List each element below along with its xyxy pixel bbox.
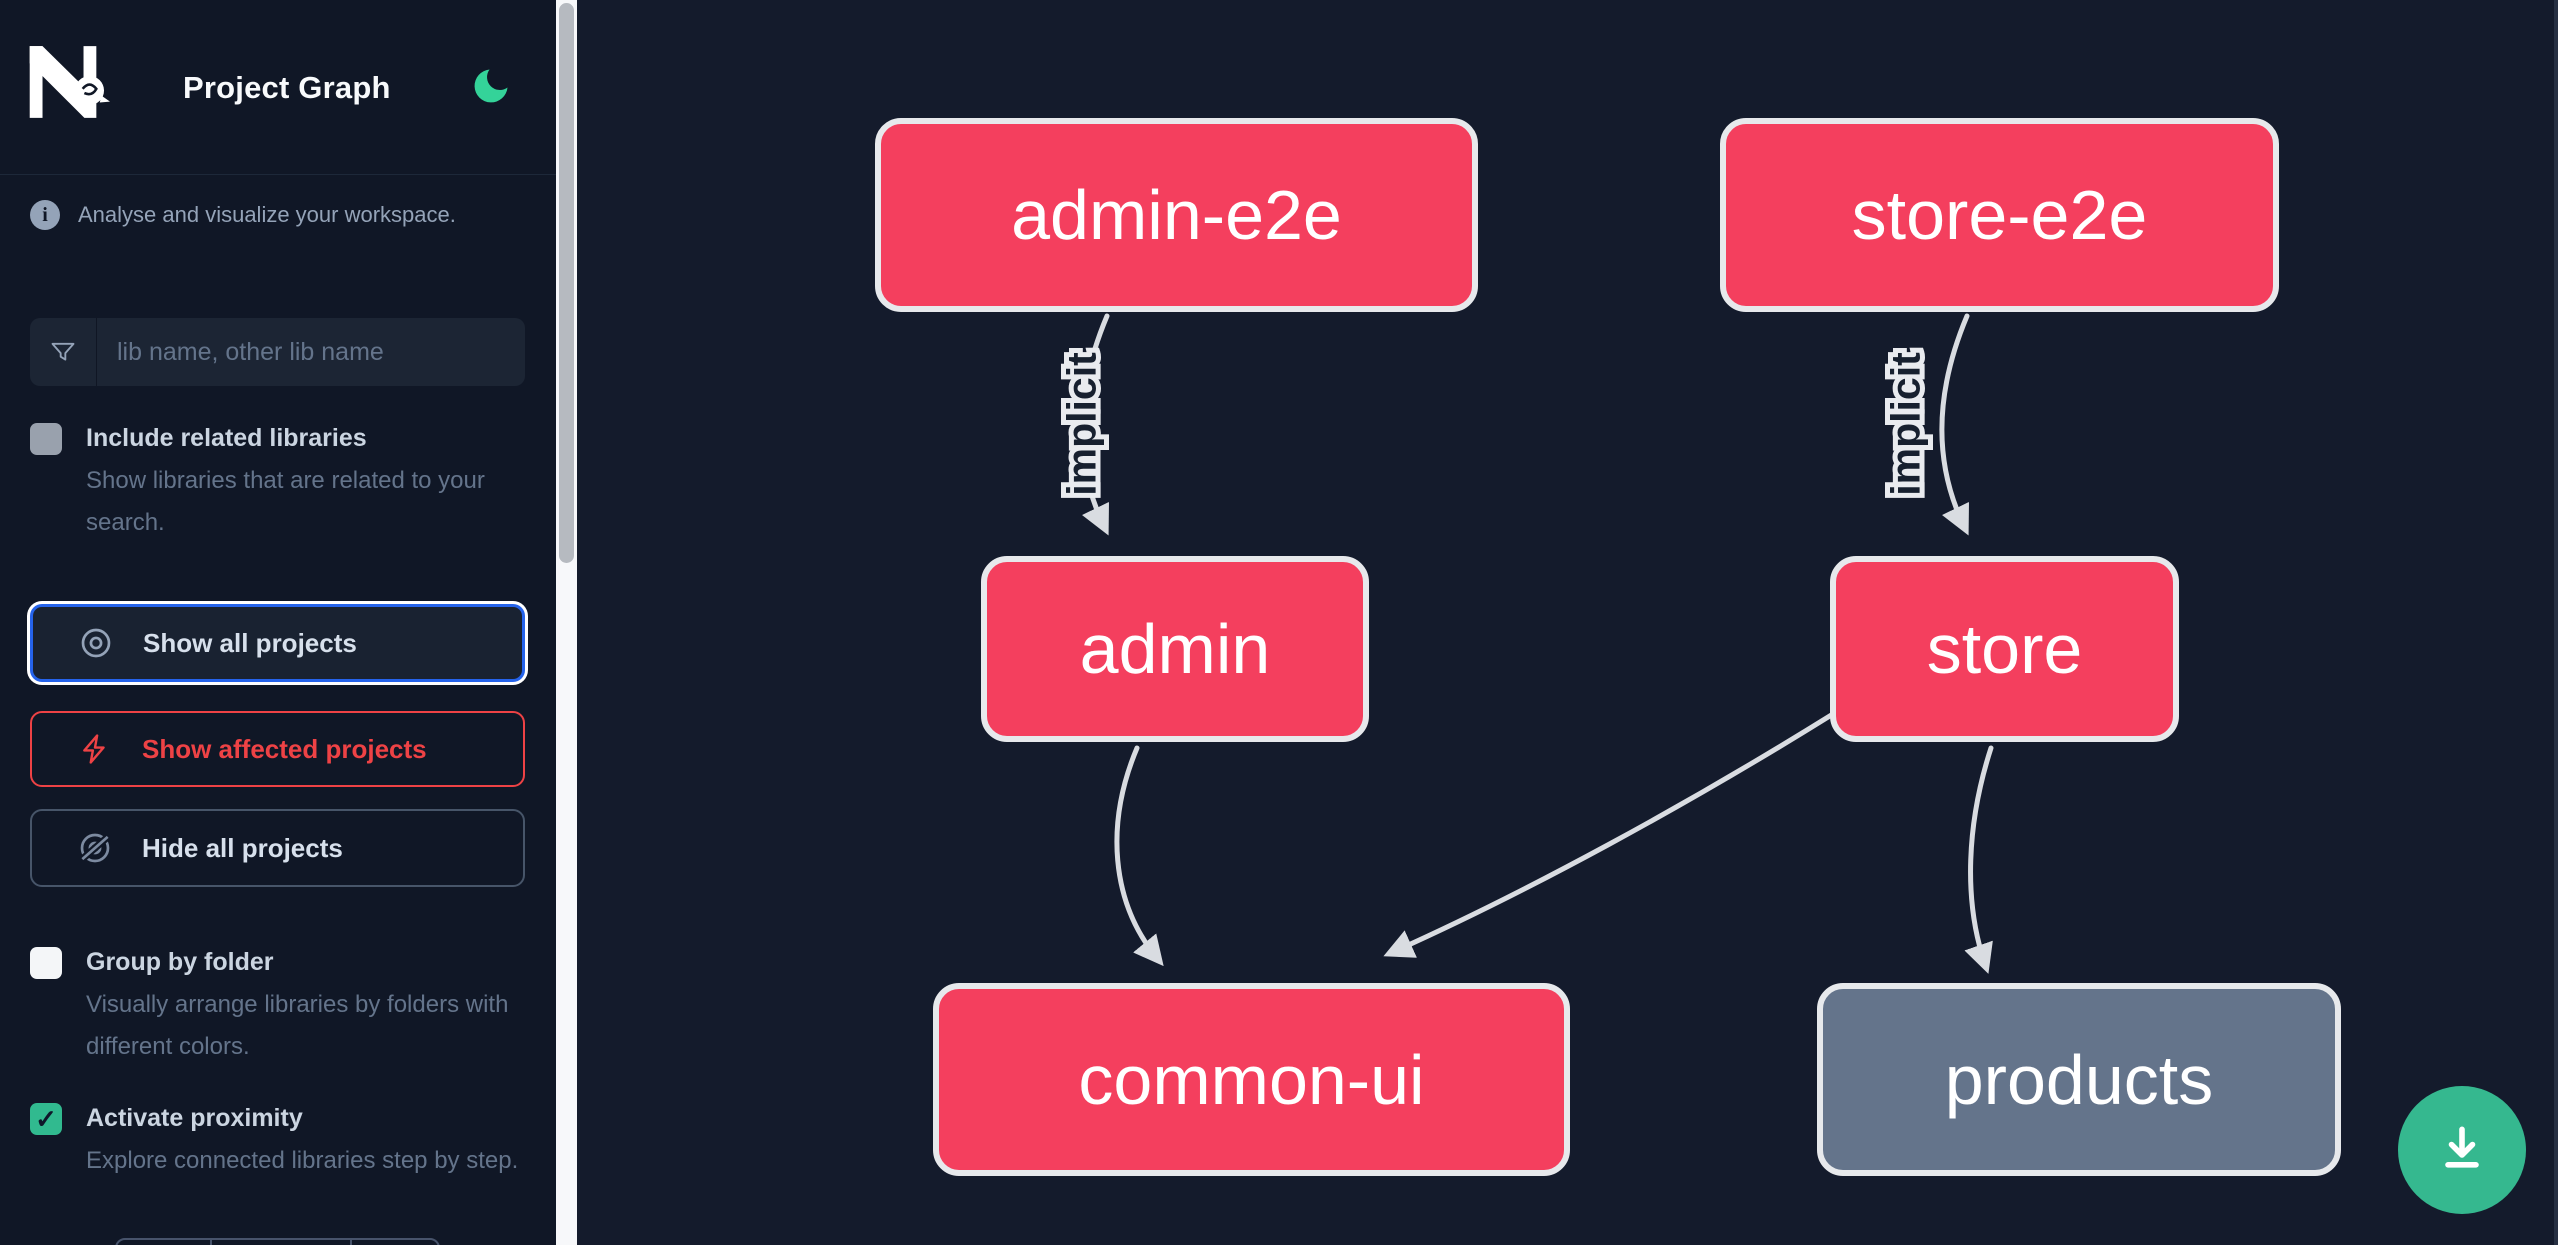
show-affected-projects-button[interactable]: Show affected projects <box>30 711 525 787</box>
checkbox-group-by-folder[interactable] <box>30 947 62 979</box>
theme-toggle-moon-icon[interactable] <box>469 64 513 108</box>
sidebar: Project Graph i Analyse and visualize yo… <box>0 0 556 1245</box>
toggle-include-related: Include related libraries Show libraries… <box>30 420 534 544</box>
graph-node-admin-e2e[interactable]: admin-e2e <box>875 118 1478 312</box>
sidebar-scrollbar-track[interactable] <box>556 0 577 1245</box>
node-label: products <box>1944 1040 2214 1119</box>
node-label: store-e2e <box>1851 176 2148 254</box>
hide-all-projects-label: Hide all projects <box>142 832 343 863</box>
sidebar-header: Project Graph <box>0 0 556 175</box>
checkbox-activate-proximity[interactable]: ✓ <box>30 1103 62 1135</box>
search-input[interactable] <box>97 318 525 386</box>
graph-node-admin[interactable]: admin <box>981 556 1369 742</box>
proximity-stepper-partial[interactable] <box>115 1238 440 1245</box>
toggle-activate-proximity: ✓ Activate proximity Explore connected l… <box>30 1100 534 1182</box>
graph-edges <box>1079 313 1994 974</box>
stepper-value <box>212 1240 352 1245</box>
edge-admin-common-ui <box>1114 745 1164 967</box>
check-icon: ✓ <box>35 1104 57 1134</box>
toggle-description: Explore connected libraries step by step… <box>86 1147 519 1174</box>
graph-canvas[interactable]: implicit implicit implicit implicit admi… <box>577 0 2558 1245</box>
show-all-projects-label: Show all projects <box>143 627 357 658</box>
nx-logo-icon <box>28 44 110 125</box>
graph-node-store[interactable]: store <box>1830 556 2179 742</box>
download-image-button[interactable] <box>2398 1086 2526 1214</box>
page-title: Project Graph <box>183 70 391 105</box>
toggle-label: Group by folder <box>86 948 274 976</box>
show-affected-projects-label: Show affected projects <box>142 733 427 764</box>
tagline-row: i Analyse and visualize your workspace. <box>30 200 456 230</box>
toggle-label: Activate proximity <box>86 1104 303 1132</box>
eye-slash-icon <box>76 829 114 867</box>
show-all-projects-button[interactable]: Show all projects <box>30 604 525 682</box>
eye-icon <box>77 624 115 662</box>
graph-node-store-e2e[interactable]: store-e2e <box>1720 118 2279 312</box>
graph-node-common-ui[interactable]: common-ui <box>933 983 1570 1176</box>
hide-all-projects-button[interactable]: Hide all projects <box>30 809 525 887</box>
stepper-increment[interactable] <box>352 1240 438 1245</box>
edge-store-e2e-store <box>1939 313 1970 536</box>
graph-node-products[interactable]: products <box>1817 983 2341 1176</box>
tagline-text: Analyse and visualize your workspace. <box>78 202 456 227</box>
checkbox-include-related[interactable] <box>30 423 62 455</box>
canvas-scroll-edge <box>2554 0 2558 1245</box>
funnel-icon <box>30 318 97 386</box>
bolt-icon <box>76 730 114 768</box>
toggle-description: Show libraries that are related to your … <box>86 467 485 536</box>
toggle-description: Visually arrange libraries by folders wi… <box>86 991 509 1060</box>
edge-store-common-ui <box>1383 711 1836 958</box>
stepper-decrement[interactable] <box>117 1240 212 1245</box>
edge-admin-e2e-admin <box>1079 313 1110 536</box>
toggle-group-by-folder: Group by folder Visually arrange librari… <box>30 944 534 1068</box>
node-label: store <box>1926 610 2083 688</box>
edge-store-products <box>1964 745 1994 974</box>
node-label: common-ui <box>1078 1040 1425 1119</box>
sidebar-scrollbar-thumb[interactable] <box>559 3 574 563</box>
node-label: admin <box>1079 610 1271 688</box>
search-box <box>30 318 525 386</box>
download-icon <box>2434 1120 2490 1181</box>
toggle-label: Include related libraries <box>86 424 367 452</box>
info-icon: i <box>30 200 60 230</box>
node-label: admin-e2e <box>1011 176 1342 254</box>
